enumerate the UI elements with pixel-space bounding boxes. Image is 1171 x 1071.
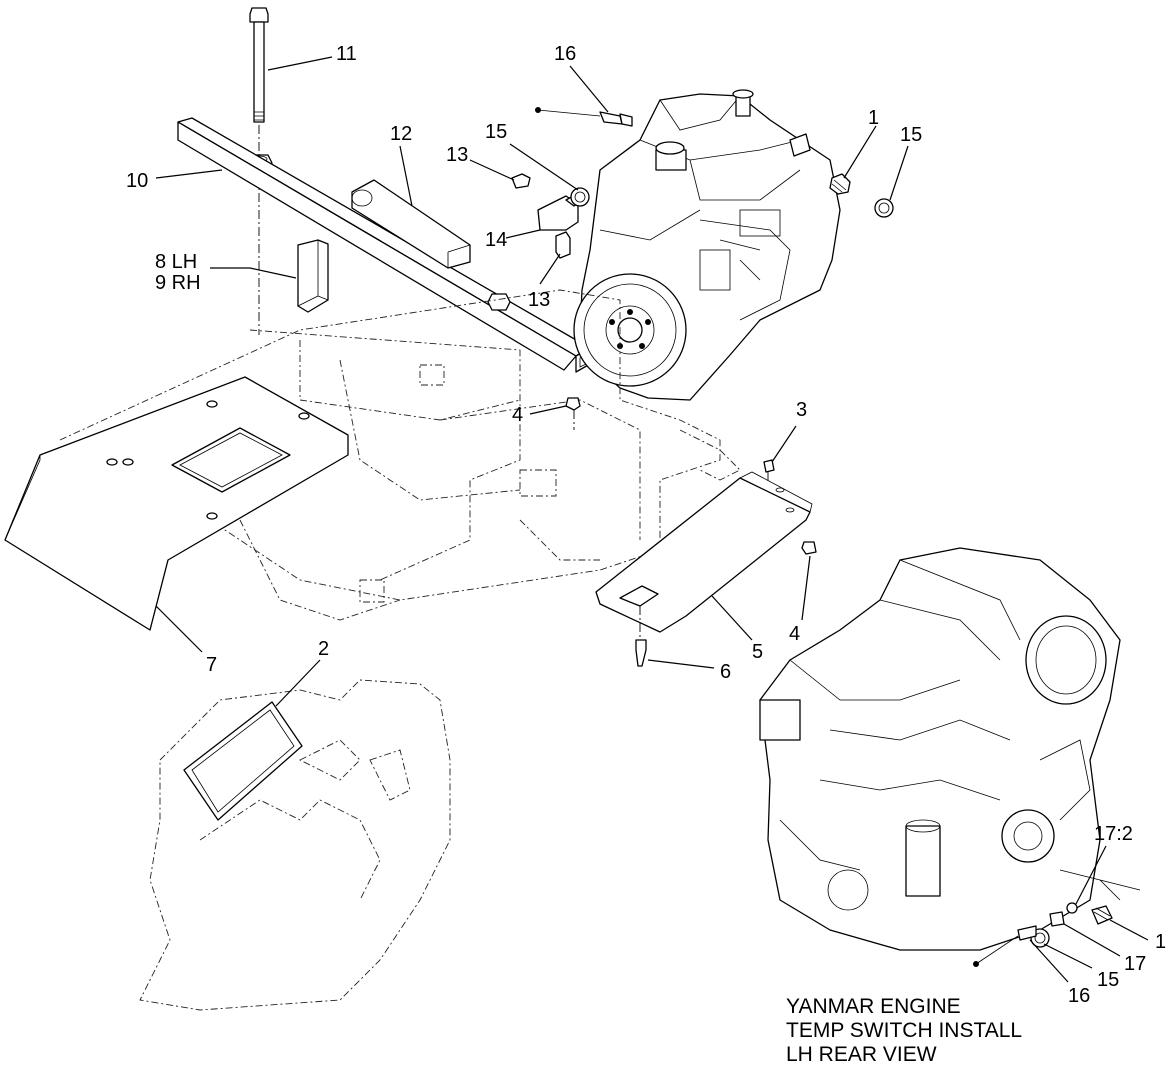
callout-9-rh: 9 RH	[155, 272, 201, 294]
callout-4-right: 4	[789, 623, 800, 645]
callout-16-top: 16	[554, 43, 576, 65]
callout-10: 10	[126, 170, 148, 192]
part-7-floor-plate	[4, 376, 349, 631]
callout-3: 3	[796, 399, 807, 421]
engine-main	[573, 89, 841, 401]
callout-12: 12	[390, 123, 412, 145]
callout-14: 14	[485, 229, 507, 251]
callout-15-top: 15	[485, 121, 507, 143]
inset-small-parts	[973, 902, 1113, 967]
seat-body-ghost	[139, 679, 451, 1011]
callout-8-lh: 8 LH	[155, 251, 197, 273]
caption-line-3: LH REAR VIEW	[786, 1043, 937, 1066]
part-4-nut-left	[565, 397, 581, 430]
callout-17-2: 17:2	[1094, 823, 1133, 845]
callout-labels: 11 12 10 8 LH 9 RH 16 15 13 14 13 1 15 4…	[126, 43, 1166, 1007]
part-12-foam	[351, 179, 471, 269]
callout-17: 17	[1124, 953, 1146, 975]
part-11-bolt	[249, 7, 269, 335]
part-8-9-bracket	[297, 239, 329, 313]
callout-16-inset: 16	[1068, 985, 1090, 1007]
part-6-bolt	[635, 639, 647, 667]
callout-4-left: 4	[512, 404, 523, 426]
chassis-frame-ghost	[59, 289, 741, 621]
callout-2: 2	[318, 638, 329, 660]
part-16-switch	[535, 107, 633, 127]
part-4-nut-right	[801, 541, 817, 555]
callout-15-right: 15	[900, 124, 922, 146]
caption-line-2: TEMP SWITCH INSTALL	[786, 1019, 1022, 1042]
part-1-15-top	[829, 173, 894, 218]
callout-7: 7	[206, 654, 217, 676]
callout-6: 6	[720, 661, 731, 683]
callout-5: 5	[752, 641, 763, 663]
callout-13-bottom: 13	[528, 289, 550, 311]
inset-caption: YANMAR ENGINE TEMP SWITCH INSTALL LH REA…	[786, 995, 1022, 1066]
leader-lines	[155, 56, 1149, 983]
engine-inset	[759, 547, 1141, 951]
callout-11: 11	[336, 43, 357, 65]
callout-15-inset: 15	[1097, 969, 1119, 991]
callout-1-inset: 1	[1155, 931, 1166, 953]
part-5-plate	[595, 471, 813, 640]
callout-13-top: 13	[446, 144, 468, 166]
caption-line-1: YANMAR ENGINE	[786, 995, 961, 1018]
part-3-bolt	[763, 459, 775, 482]
part-13-15-fittings	[511, 173, 590, 259]
callout-1-top: 1	[868, 107, 879, 129]
